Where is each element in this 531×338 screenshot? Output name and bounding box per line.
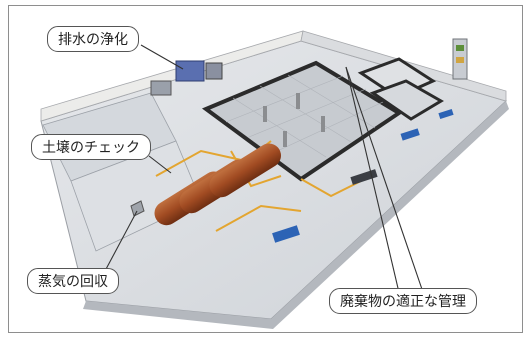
factory-illustration [40,30,509,329]
floor-sign [272,225,300,243]
callout-waste-management: 廃棄物の適正な管理 [329,288,477,314]
figure-frame: 排水の浄化 土壌のチェック 蒸気の回収 廃棄物の適正な管理 [8,5,523,333]
callout-wastewater: 排水の浄化 [47,26,139,52]
floor-edge [83,101,509,329]
steam-vent [130,200,145,217]
storage-tanks [154,143,281,226]
callout-steam-recovery: 蒸気の回収 [27,268,119,294]
waste-room-2 [369,79,444,121]
callout-soil-check: 土壌のチェック [31,134,151,160]
leader-lines [104,44,427,302]
wastewater-unit [175,60,205,82]
